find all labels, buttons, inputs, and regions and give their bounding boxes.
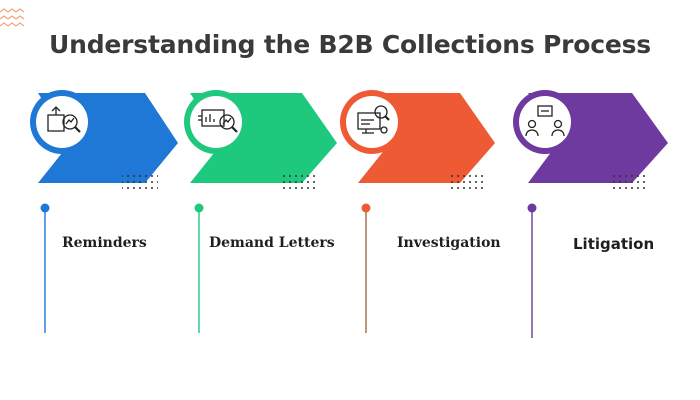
step-investigation <box>340 90 495 333</box>
timeline-dot-litigation <box>527 203 537 213</box>
step-label-litigation: Litigation <box>573 235 655 253</box>
investigation-magnifier-icon <box>357 105 390 134</box>
dots-reminders <box>122 171 158 191</box>
dots-litigation <box>612 171 648 191</box>
timeline-dot-investigation <box>361 203 371 213</box>
timeline-dot-reminders <box>40 203 50 213</box>
timeline-dot-demand-letters <box>194 203 204 213</box>
step-label-demand-letters: Demand Letters <box>209 235 335 251</box>
step-demand-letters <box>184 90 337 333</box>
dots-investigation <box>448 171 484 191</box>
analytics-dashboard-icon <box>198 109 238 133</box>
step-label-investigation: Investigation <box>397 235 501 251</box>
decor-zigzag <box>0 8 25 27</box>
step-litigation <box>513 90 668 338</box>
step-label-reminders: Reminders <box>62 235 147 251</box>
search-growth-icon <box>47 106 81 133</box>
page-title: Understanding the B2B Collections Proces… <box>49 30 651 59</box>
meeting-discussion-icon <box>525 105 565 137</box>
dots-demand-letters <box>283 171 319 191</box>
step-reminders <box>30 90 178 333</box>
